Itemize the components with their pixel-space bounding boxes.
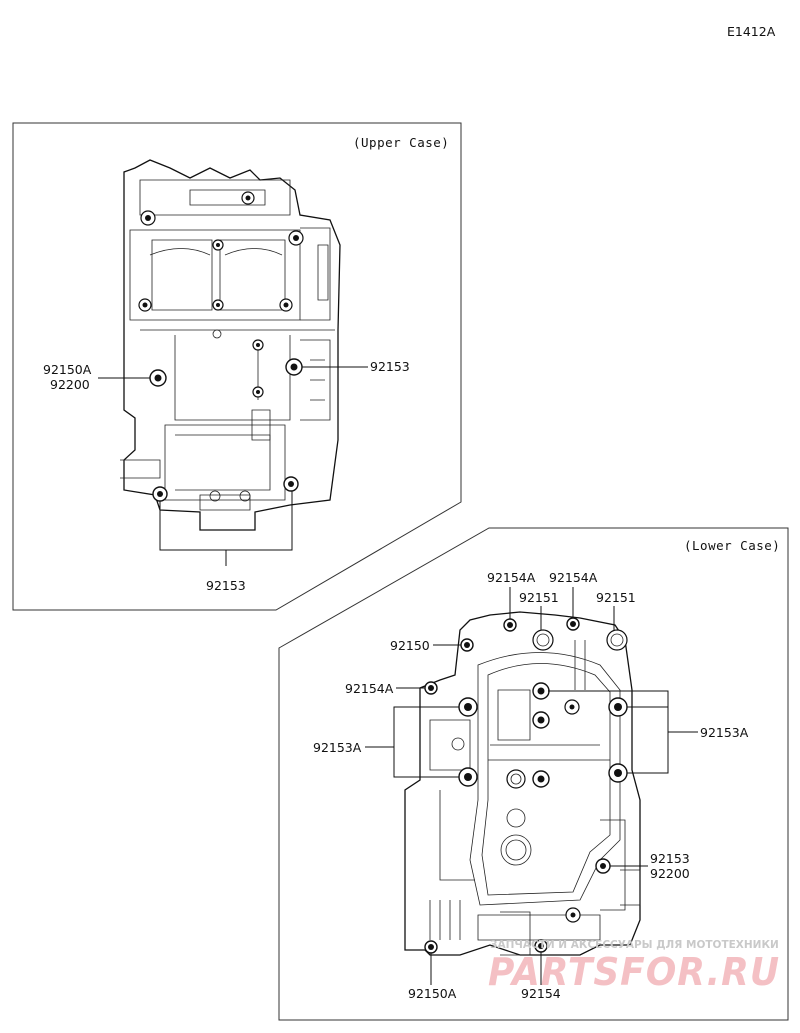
- upper-bolt-92150a: [149, 369, 167, 387]
- lower-bolt-92154a-1: [503, 618, 517, 632]
- lower-label-92153a-left: 92153A: [313, 740, 362, 755]
- diagram-code: E1412A: [727, 24, 776, 39]
- lower-label-92154a-2: 92154A: [549, 570, 598, 585]
- upper-label-92200: 92200: [50, 377, 90, 392]
- lower-bolt-92151-1: [532, 629, 554, 651]
- lower-label-92151-2: 92151: [596, 590, 636, 605]
- lower-bolt-92153a: [532, 711, 550, 729]
- lower-label-92153: 92153: [650, 851, 690, 866]
- watermark: ЗАПЧАСТИ И АКСЕССУАРЫ ДЛЯ МОТОТЕХНИКИ PA…: [488, 939, 780, 994]
- upper-bolt: [140, 210, 156, 226]
- watermark-caption: ЗАПЧАСТИ И АКСЕССУАРЫ ДЛЯ МОТОТЕХНИКИ: [490, 939, 779, 951]
- lower-bolt-92154a-2: [566, 617, 580, 631]
- lower-bolt-92153a: [458, 697, 478, 717]
- lower-bolt: [565, 907, 581, 923]
- lower-case-panel: (Lower Case): [278, 527, 789, 1021]
- upper-bolt: [241, 191, 255, 205]
- upper-case-title: (Upper Case): [353, 135, 449, 150]
- lower-bolt-92154a-left: [424, 681, 438, 695]
- lower-bolt-92154: [534, 939, 548, 953]
- lower-case-frame: [278, 527, 789, 1021]
- upper-bolt-92153-right: [285, 358, 303, 376]
- leader-92153a-right: [548, 690, 698, 774]
- lower-bolt-92153a: [532, 682, 550, 700]
- upper-bolt: [279, 298, 293, 312]
- lower-bolt-92153: [595, 858, 611, 874]
- lower-label-92154a-1: 92154A: [487, 570, 536, 585]
- upper-bolt: [252, 339, 264, 351]
- leader-92153-bottom: [159, 491, 293, 566]
- upper-bolt: [212, 239, 224, 251]
- lower-bolt-92151-2: [606, 629, 628, 651]
- leader-92153a-left: [365, 706, 459, 778]
- lower-label-92154: 92154: [521, 986, 561, 1001]
- upper-bolt: [212, 299, 224, 311]
- lower-label-92153a-right: 92153A: [700, 725, 749, 740]
- lower-label-92154a-left: 92154A: [345, 681, 394, 696]
- lower-bolt-92153a: [608, 697, 628, 717]
- lower-bolt-92153a: [608, 763, 628, 783]
- lower-label-92151-1: 92151: [519, 590, 559, 605]
- upper-bolt-92153-bottom-left: [152, 486, 168, 502]
- lower-case-title: (Lower Case): [684, 538, 780, 553]
- upper-label-92153-right: 92153: [370, 359, 410, 374]
- upper-case-panel: (Upper Case): [12, 122, 462, 611]
- upper-label-92153-bottom: 92153: [206, 578, 246, 593]
- watermark-logo: PARTSFOR.RU: [488, 950, 780, 994]
- upper-case-frame: [12, 122, 462, 611]
- lower-bolt-92153a: [532, 770, 550, 788]
- lower-bolt: [564, 699, 580, 715]
- upper-bolt-92153-bottom-right: [283, 476, 299, 492]
- upper-bolt: [138, 298, 152, 312]
- upper-label-92150a: 92150A: [43, 362, 92, 377]
- lower-bolt-92153a: [458, 767, 478, 787]
- lower-bolt: [506, 769, 526, 789]
- lower-label-92150: 92150: [390, 638, 430, 653]
- lower-crankcase-drawing: [404, 611, 641, 956]
- lower-label-92200: 92200: [650, 866, 690, 881]
- upper-bolt: [252, 386, 264, 398]
- lower-bolt-92150: [460, 638, 474, 652]
- lower-bolt-92150a: [424, 940, 438, 954]
- lower-label-92150a: 92150A: [408, 986, 457, 1001]
- upper-crankcase-drawing: [120, 159, 341, 531]
- upper-bolt: [288, 230, 304, 246]
